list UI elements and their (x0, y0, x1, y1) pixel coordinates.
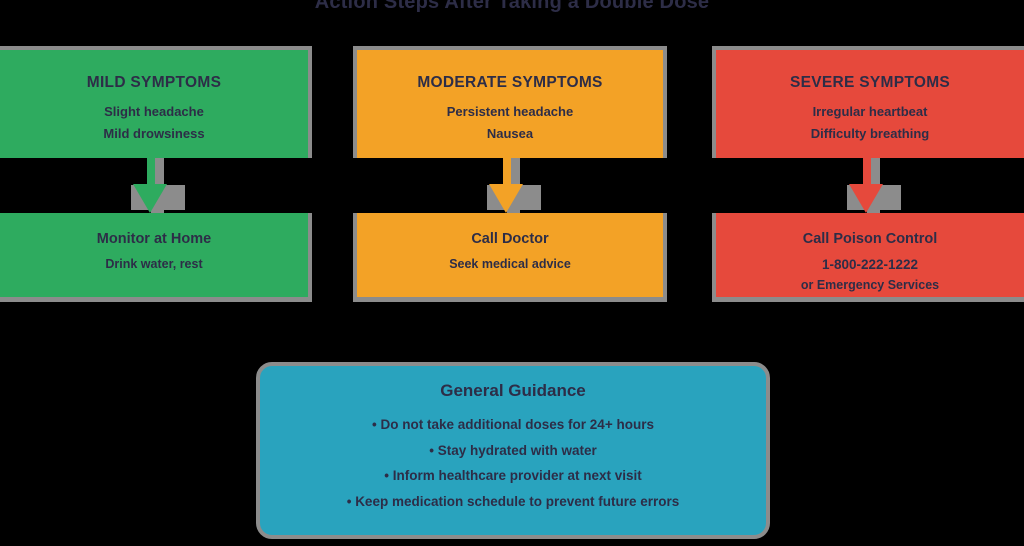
arrow-head (489, 184, 523, 213)
arrow-head (133, 184, 167, 213)
mild-symptoms-box: MILD SYMPTOMS Slight headache Mild drows… (0, 46, 312, 158)
guidance-item: Stay hydrated with water (260, 438, 766, 464)
mild-action-box: Monitor at Home Drink water, rest (0, 213, 312, 302)
diagram-title: Action Steps After Taking a Double Dose (314, 0, 710, 13)
severe-action-line: or Emergency Services (800, 278, 940, 292)
guidance-item: Keep medication schedule to prevent futu… (260, 489, 766, 515)
moderate-symptoms-box: MODERATE SYMPTOMS Persistent headache Na… (353, 46, 667, 158)
arrow-shaft (863, 158, 871, 190)
arrow-shaft (503, 158, 511, 190)
general-guidance-heading: General Guidance (440, 381, 586, 400)
column-moderate: MODERATE SYMPTOMS Persistent headache Na… (353, 46, 667, 302)
severe-symptom-line: Difficulty breathing (810, 126, 930, 141)
mild-action-line: Drink water, rest (105, 257, 203, 271)
arrow-head (849, 184, 883, 213)
severe-action-heading: Call Poison Control (802, 231, 938, 247)
mild-symptom-line: Slight headache (104, 104, 204, 119)
severe-action-box: Call Poison Control 1-800-222-1222 or Em… (712, 213, 1024, 302)
severe-symptoms-box: SEVERE SYMPTOMS Irregular heartbeat Diff… (712, 46, 1024, 158)
general-guidance-box: General Guidance Do not take additional … (256, 362, 770, 539)
moderate-down-arrow-icon (353, 158, 667, 213)
poison-control-phone: 1-800-222-1222 (821, 257, 919, 272)
column-mild: MILD SYMPTOMS Slight headache Mild drows… (0, 46, 312, 302)
moderate-symptoms-heading: MODERATE SYMPTOMS (417, 74, 603, 91)
severe-symptom-line: Irregular heartbeat (812, 104, 928, 119)
mild-symptoms-heading: MILD SYMPTOMS (86, 74, 222, 91)
guidance-item: Do not take additional doses for 24+ hou… (260, 412, 766, 438)
moderate-action-heading: Call Doctor (471, 231, 549, 247)
severe-down-arrow-icon (712, 158, 1024, 213)
moderate-action-box: Call Doctor Seek medical advice (353, 213, 667, 302)
column-severe: SEVERE SYMPTOMS Irregular heartbeat Diff… (712, 46, 1024, 302)
mild-action-heading: Monitor at Home (96, 231, 212, 247)
mild-down-arrow-icon (0, 158, 312, 213)
severe-symptoms-heading: SEVERE SYMPTOMS (789, 74, 951, 91)
guidance-list: Do not take additional doses for 24+ hou… (260, 412, 766, 514)
moderate-symptom-line: Persistent headache (446, 104, 574, 119)
moderate-action-line: Seek medical advice (449, 257, 571, 271)
mild-symptom-line: Mild drowsiness (103, 126, 205, 141)
guidance-item: Inform healthcare provider at next visit (260, 463, 766, 489)
arrow-shaft (147, 158, 155, 190)
moderate-symptom-line: Nausea (486, 126, 534, 141)
